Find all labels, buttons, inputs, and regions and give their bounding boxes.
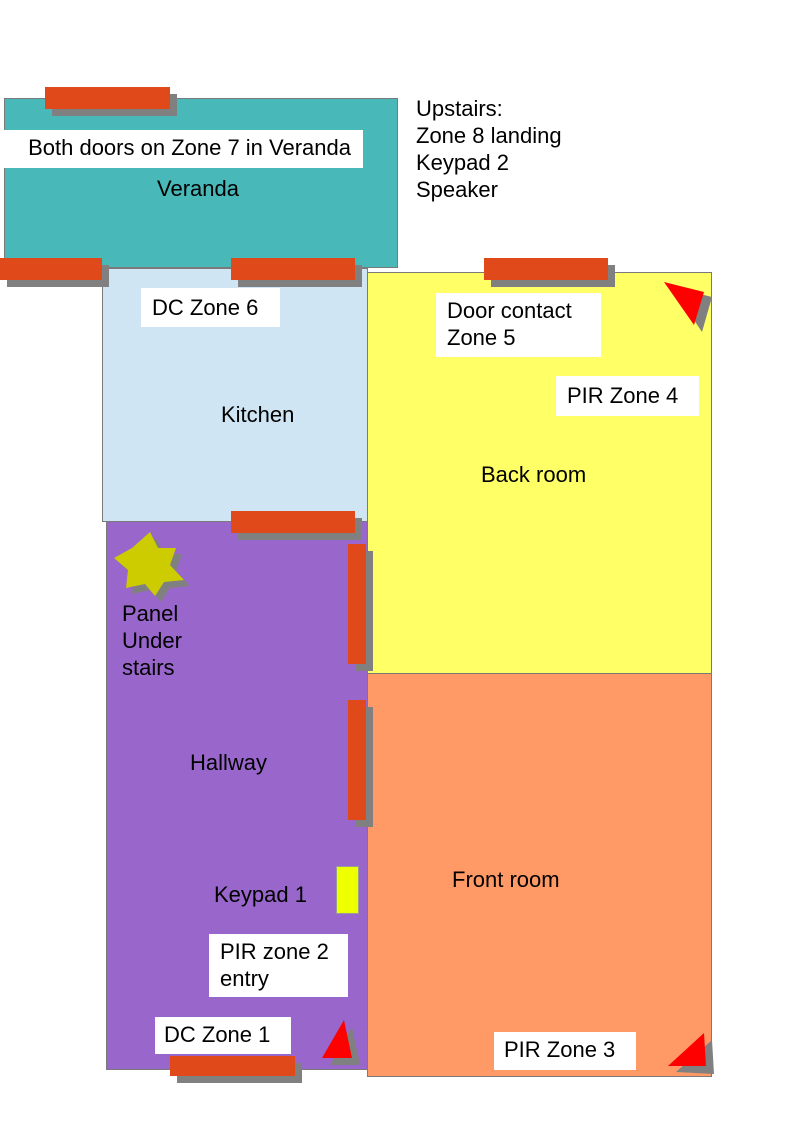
door-hallway-front-room bbox=[348, 700, 366, 820]
door-front-entry bbox=[170, 1056, 295, 1076]
door-back-room-top bbox=[484, 258, 608, 280]
room-front-room bbox=[367, 673, 712, 1077]
pir-sensor-triangle-icon bbox=[664, 282, 712, 332]
door-veranda-left bbox=[0, 258, 102, 280]
note-dc-zone-6: DC Zone 6 bbox=[141, 288, 280, 327]
pir-sensor-triangle-icon bbox=[668, 1033, 714, 1074]
room-label-front-room: Front room bbox=[452, 867, 560, 892]
keypad-rectangle-icon bbox=[336, 866, 359, 914]
note-dc-zone-1: DC Zone 1 bbox=[155, 1017, 291, 1054]
note-door-contact-zone-5: Door contact Zone 5 bbox=[436, 293, 601, 357]
pir-sensor-triangle-icon bbox=[322, 1020, 360, 1065]
door-veranda-top bbox=[45, 87, 170, 109]
label-keypad-1: Keypad 1 bbox=[214, 882, 307, 907]
note-panel-under-stairs: Panel Under stairs bbox=[122, 601, 182, 680]
room-label-back-room: Back room bbox=[481, 462, 587, 487]
door-kitchen-hallway bbox=[231, 511, 355, 533]
note-pir-zone-4: PIR Zone 4 bbox=[556, 376, 699, 416]
note-veranda-doors-zone-7: Both doors on Zone 7 in Veranda bbox=[0, 130, 363, 168]
room-label-hallway: Hallway bbox=[190, 750, 268, 775]
note-pir-zone-2-entry: PIR zone 2 entry bbox=[209, 934, 348, 997]
room-label-veranda: Veranda bbox=[157, 176, 239, 201]
room-label-kitchen: Kitchen bbox=[221, 402, 295, 427]
note-upstairs: Upstairs: Zone 8 landing Keypad 2 Speake… bbox=[406, 89, 586, 211]
door-hallway-back-room bbox=[348, 544, 366, 664]
note-pir-zone-3: PIR Zone 3 bbox=[494, 1032, 636, 1070]
door-kitchen-veranda bbox=[231, 258, 355, 280]
room-veranda bbox=[4, 98, 398, 268]
alarm-panel-star-icon bbox=[114, 532, 190, 602]
